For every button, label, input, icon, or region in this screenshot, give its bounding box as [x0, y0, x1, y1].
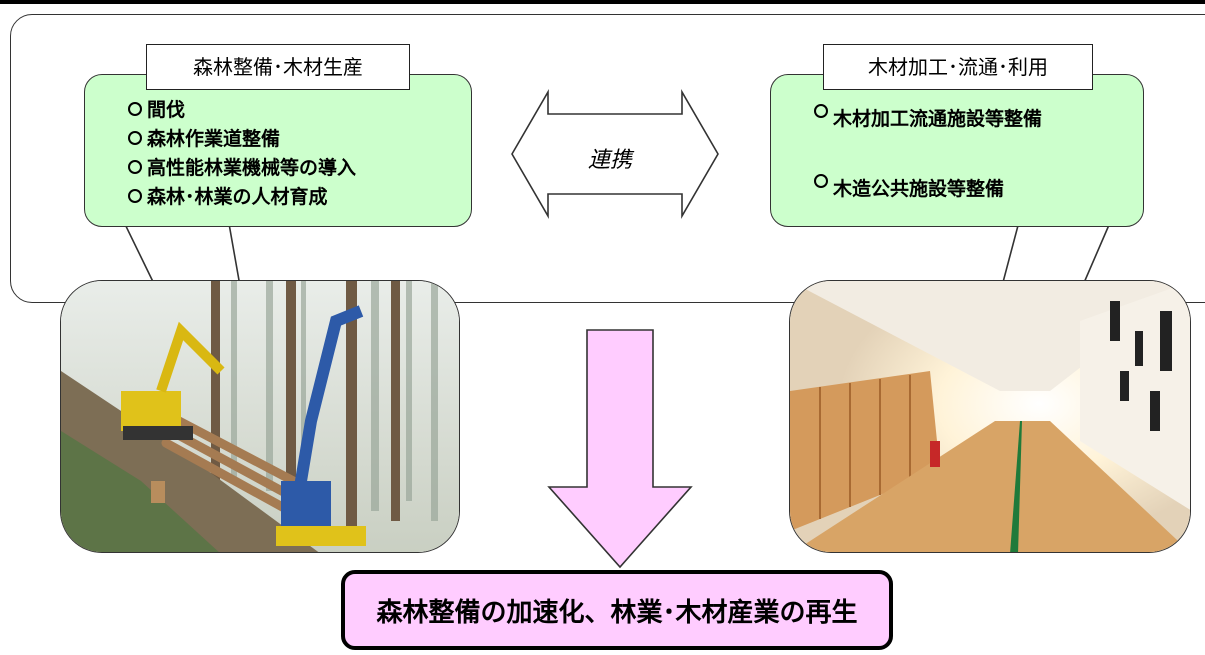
list-item: 木造公共施設等整備: [814, 174, 1042, 244]
list-item-text: 木材加工流通施設等整備: [833, 108, 1043, 130]
wooden-school-corridor-photo: [789, 280, 1191, 553]
double-arrow-icon: [511, 89, 719, 219]
circle-bullet-icon: [814, 104, 828, 118]
list-item: 木材加工流通施設等整備: [814, 104, 1042, 174]
list-item: 高性能林業機械等の導入: [128, 152, 356, 181]
left-panel-title: 森林整備･木材生産: [146, 44, 410, 90]
circle-bullet-icon: [128, 101, 142, 116]
circle-bullet-icon: [128, 130, 142, 145]
circle-bullet-icon: [128, 159, 142, 174]
top-rule: [0, 0, 1205, 4]
result-text: 森林整備の加速化、林業･木材産業の再生: [376, 597, 858, 628]
list-item-text: 高性能林業機械等の導入: [147, 157, 357, 179]
right-panel-title: 木材加工･流通･利用: [823, 44, 1093, 90]
list-item: 森林作業道整備: [128, 123, 356, 152]
link-label: 連携: [588, 148, 633, 173]
circle-bullet-icon: [128, 188, 142, 203]
result-box: 森林整備の加速化、林業･木材産業の再生: [341, 570, 893, 650]
forestry-machinery-photo: [60, 280, 460, 553]
list-item: 間伐: [128, 94, 356, 123]
list-item-text: 森林作業道整備: [147, 128, 281, 150]
list-item-text: 森林･林業の人材育成: [147, 186, 328, 208]
left-measures-list: 間伐 森林作業道整備 高性能林業機械等の導入 森林･林業の人材育成: [128, 94, 356, 210]
right-measures-list: 木材加工流通施設等整備 木造公共施設等整備: [814, 104, 1042, 244]
circle-bullet-icon: [814, 174, 828, 188]
list-item-text: 間伐: [147, 99, 186, 121]
list-item: 森林･林業の人材育成: [128, 181, 356, 210]
list-item-text: 木造公共施設等整備: [833, 178, 1005, 200]
down-arrow-icon: [547, 329, 693, 569]
